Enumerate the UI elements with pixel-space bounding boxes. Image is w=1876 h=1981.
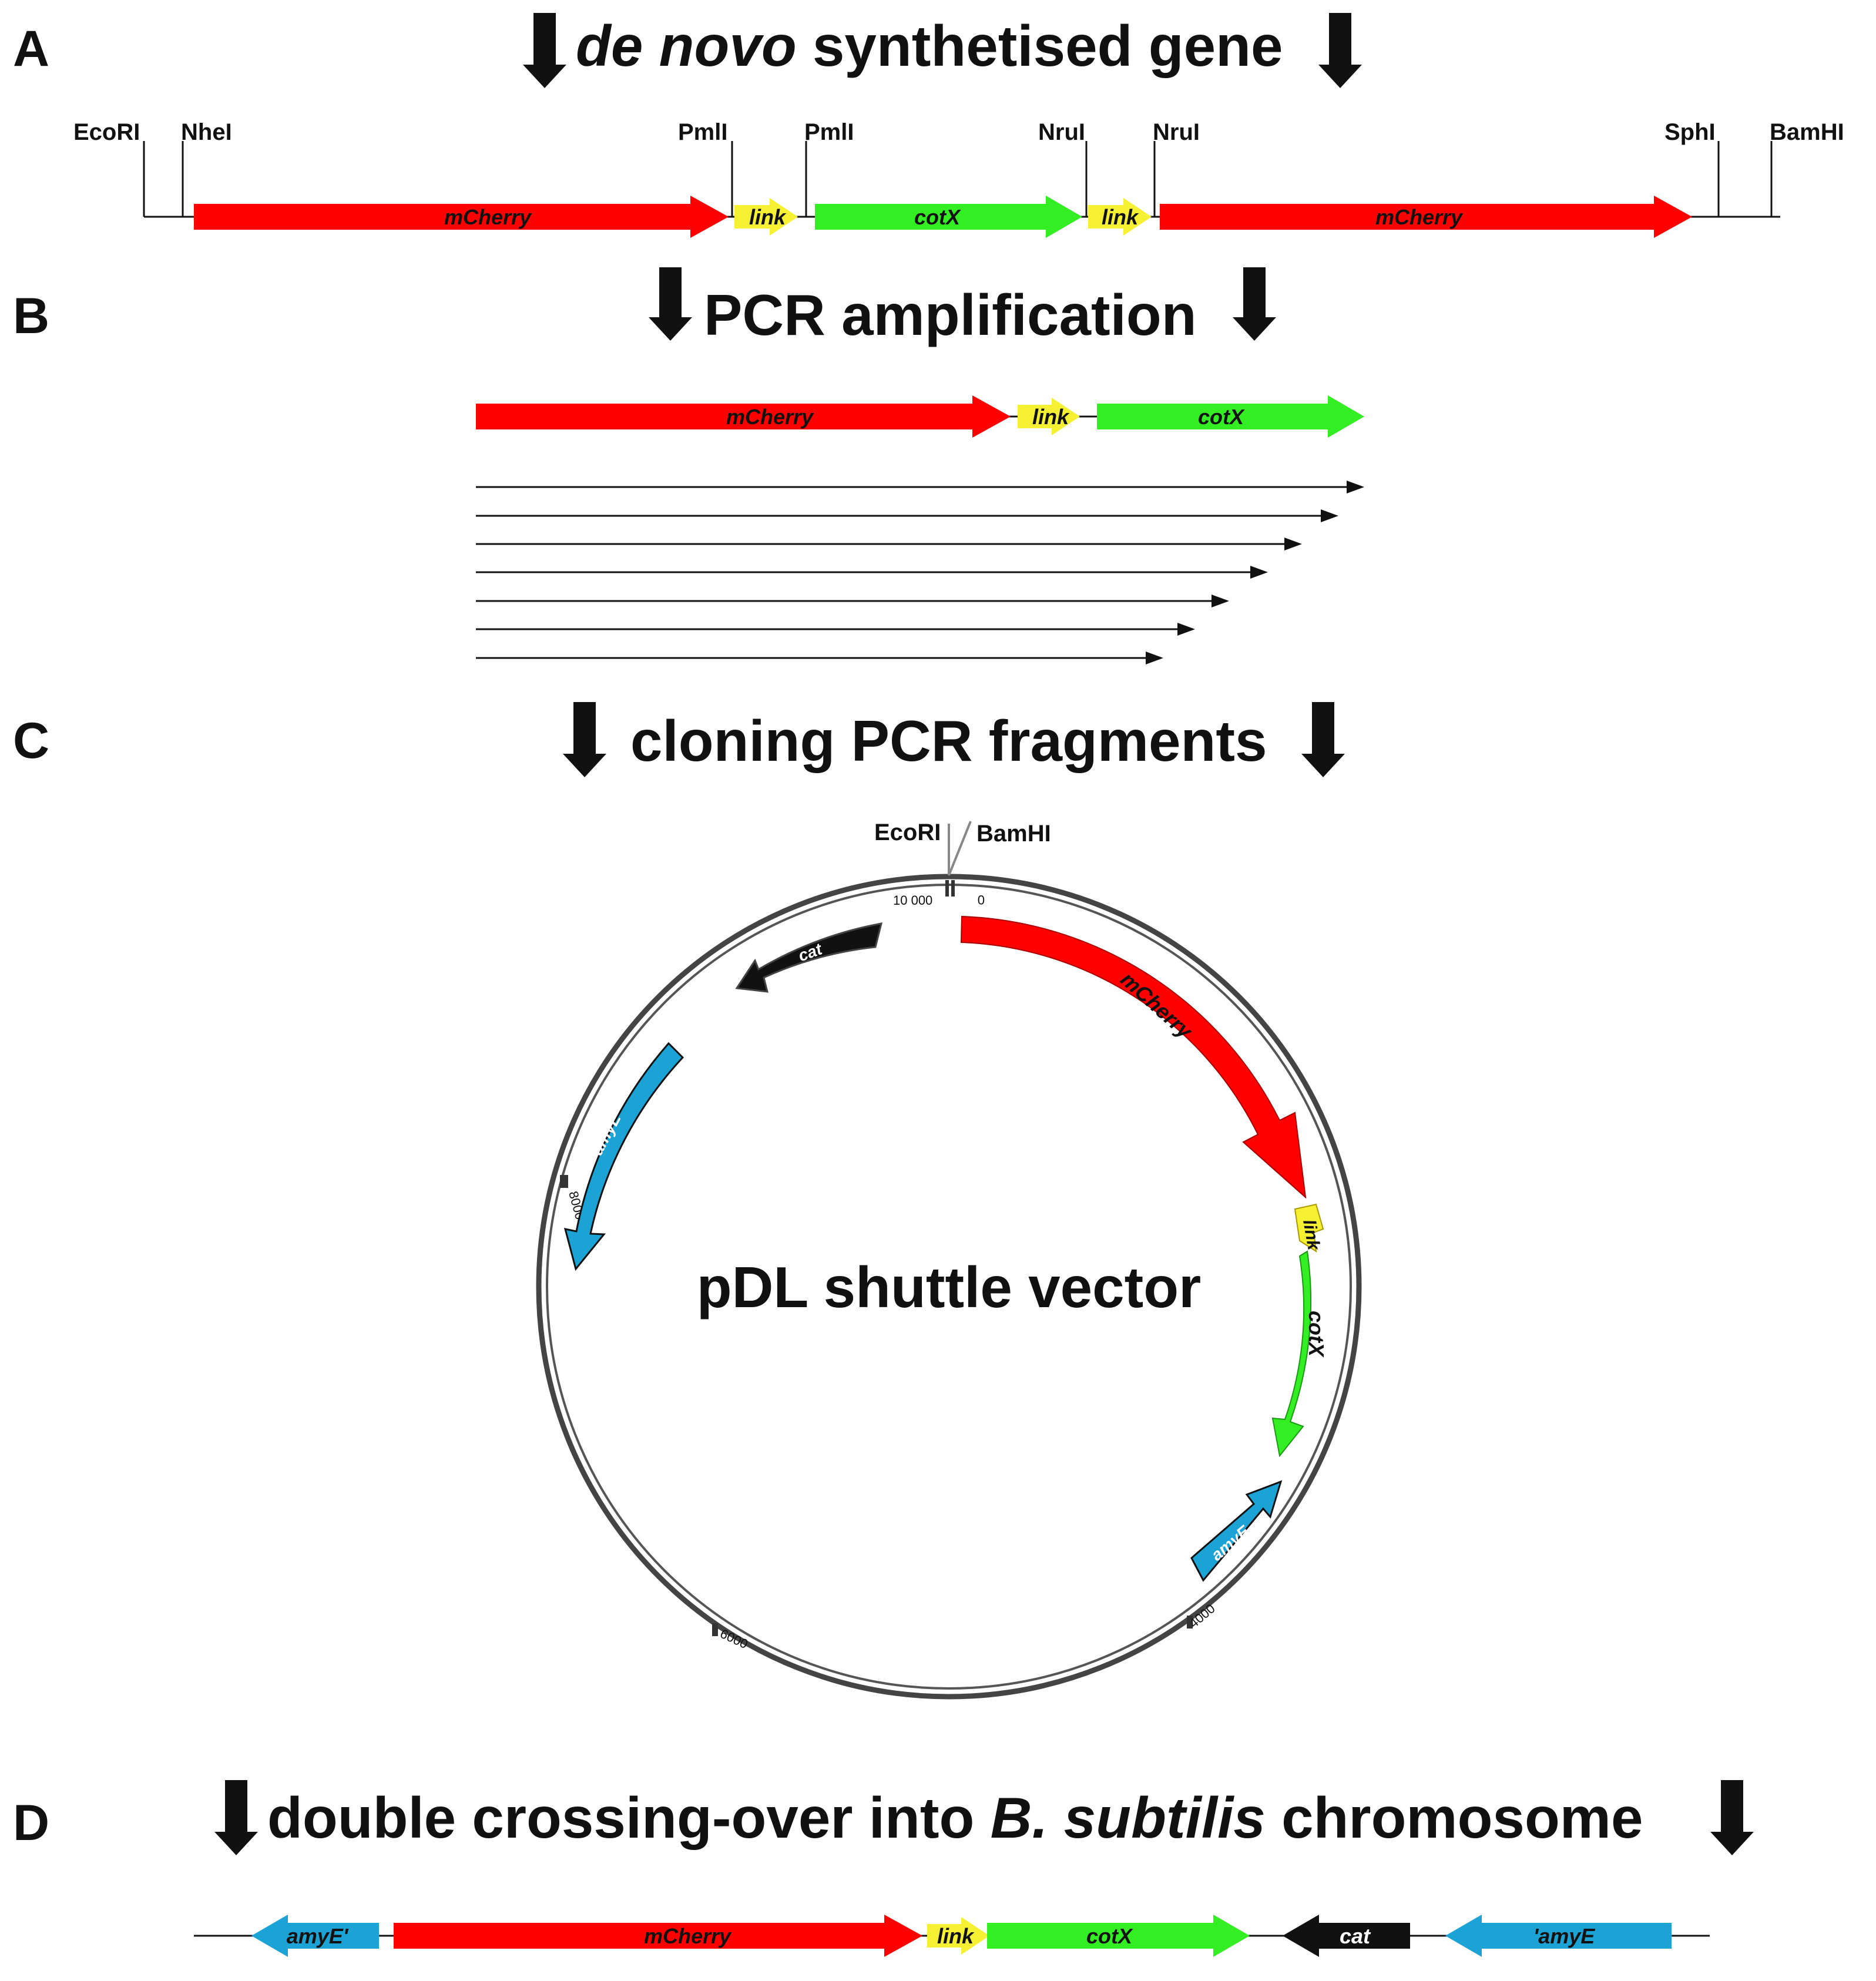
gene-label-amye-prime: amyE'	[287, 1924, 349, 1948]
arrowhead-icon	[1211, 595, 1229, 607]
plasmid-arc-amye	[563, 1042, 684, 1271]
down-arrow-icon	[214, 1780, 258, 1855]
gene-arrow-mcherry	[1160, 196, 1692, 238]
gene-label-cotx: cotX	[1198, 405, 1245, 429]
panel-d: D double crossing-over into B. subtilis …	[13, 1780, 1754, 1957]
plasmid-backbone	[536, 874, 1362, 1700]
gene-arrow-mcherry	[194, 196, 729, 238]
vector-name: pDL shuttle vector	[697, 1255, 1202, 1319]
panel-d-title-prefix: double crossing-over into	[267, 1785, 991, 1850]
gene-label-mcherry: mCherry	[444, 205, 532, 229]
arrowhead-icon	[1347, 481, 1364, 493]
site-mark	[951, 880, 955, 897]
scale-tick	[712, 1623, 718, 1636]
plasmid-arc-cotx	[1271, 1250, 1312, 1458]
site-label-pmli: PmlI	[678, 119, 727, 145]
site-label-nrui: NruI	[1038, 119, 1085, 145]
panel-b-letter: B	[13, 288, 49, 344]
site-tick	[948, 821, 972, 876]
panel-a-letter: A	[13, 21, 49, 77]
panel-d-letter: D	[13, 1795, 49, 1851]
gene-arrow-link	[1088, 198, 1152, 236]
gene-label-link: link	[1032, 405, 1070, 429]
down-arrow-icon	[563, 702, 606, 777]
scale-tick	[1187, 1616, 1193, 1629]
arrowhead-icon	[1284, 538, 1302, 550]
panel-a-title-rest: synthetised gene	[797, 14, 1283, 78]
panel-d-title: double crossing-over into B. subtilis ch…	[267, 1785, 1643, 1850]
site-label-sphi: SphI	[1664, 119, 1716, 145]
site-mark	[945, 880, 949, 897]
down-arrow-icon	[1318, 13, 1362, 88]
site-label-bamhi: BamHI	[976, 821, 1051, 847]
gene-label-cotx: cotX	[1086, 1924, 1133, 1948]
gene-label-mcherry: mCherry	[726, 405, 814, 429]
site-label-ecori: EcoRI	[874, 820, 941, 845]
gene-label-link: link	[1102, 205, 1139, 229]
panel-a-title-italic: de novo	[576, 14, 797, 78]
down-arrow-icon	[1233, 267, 1276, 341]
gene-arrow-amye-prime	[251, 1915, 379, 1957]
plasmid-arc-cat	[735, 922, 883, 993]
gene-arrow-cat	[1283, 1915, 1410, 1957]
gene-arrow-link	[1018, 398, 1080, 435]
plasmid-arc-amye	[1190, 1480, 1283, 1582]
site-label-nrui: NruI	[1153, 119, 1200, 145]
panel-a-title: de novo synthetised gene	[576, 14, 1283, 78]
arrowhead-icon	[1146, 652, 1163, 664]
panel-b-title: PCR amplification	[704, 283, 1197, 347]
panel-a: A de novo synthetised gene EcoRI NheI Pm…	[13, 13, 1844, 238]
gene-label-amye: 'amyE	[1533, 1924, 1596, 1948]
site-label-nhei: NheI	[181, 119, 232, 145]
scale-tick-label: 0	[978, 892, 985, 907]
gene-label-mcherry: mCherry	[1375, 205, 1464, 229]
down-arrow-icon	[649, 267, 692, 341]
gene-arrow-link	[734, 198, 798, 236]
scale-tick-label: 10 000	[893, 893, 932, 908]
gene-label-link: link	[937, 1924, 975, 1948]
gene-arrow-cotx	[987, 1915, 1250, 1957]
gene-arrow-mcherry	[394, 1915, 922, 1957]
gene-arrow-cotx	[1097, 395, 1364, 438]
arrowhead-icon	[1177, 623, 1195, 636]
gene-label-cotx: cotX	[914, 205, 961, 229]
gene-label-link: link	[749, 205, 787, 229]
scale-tick-label: 6000	[718, 1626, 750, 1651]
site-label-pmli: PmlI	[804, 119, 854, 145]
gene-arrow-link	[927, 1917, 989, 1955]
gene-arrow-amye	[1445, 1915, 1672, 1957]
panel-c-title: cloning PCR fragments	[630, 709, 1267, 773]
scale-tick	[560, 1175, 568, 1188]
down-arrow-icon	[1301, 702, 1345, 777]
arrowhead-icon	[1250, 566, 1268, 579]
panel-b: B PCR amplification mCherry link cotX	[13, 267, 1364, 664]
arrowhead-icon	[1321, 509, 1338, 522]
panel-c: C cloning PCR fragments EcoRI BamHI 10 0…	[13, 702, 1362, 1700]
gene-label-cat: cat	[1340, 1924, 1371, 1948]
gene-arrow-cotx	[815, 196, 1082, 238]
panel-d-title-suffix: chromosome	[1266, 1785, 1643, 1850]
gene-label-mcherry: mCherry	[644, 1924, 732, 1948]
gene-arrow-mcherry	[476, 395, 1011, 438]
panel-d-title-italic: B. subtilis	[991, 1785, 1266, 1850]
down-arrow-icon	[1710, 1780, 1754, 1855]
gene-label-cotx: cotX	[1304, 1311, 1328, 1358]
site-label-bamhi: BamHI	[1770, 119, 1844, 145]
down-arrow-icon	[523, 13, 566, 88]
site-label-ecori: EcoRI	[73, 119, 140, 145]
plasmid-arc-mcherry	[960, 915, 1307, 1199]
panel-c-letter: C	[13, 713, 49, 769]
plasmid-arc-link	[1294, 1203, 1324, 1253]
